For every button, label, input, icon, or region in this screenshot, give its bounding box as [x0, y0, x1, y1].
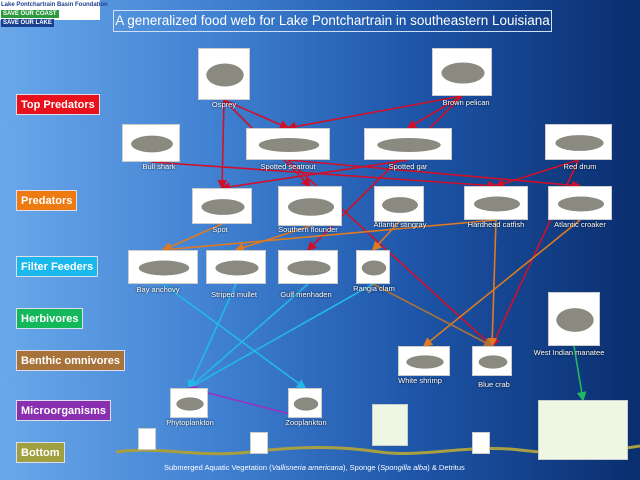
level-benthic-omnivores: Benthic omnivores [16, 350, 126, 371]
rangia-clam-image [356, 250, 390, 284]
arrow-hardhead-catfish-to-blue-crab [487, 219, 498, 348]
red-drum-image [545, 124, 612, 160]
arrow-rangia-clam-to-phytoplankton [187, 283, 374, 389]
spotted-seatrout-image [246, 128, 330, 160]
west-indian-manatee-label: West Indian manatee [533, 348, 605, 357]
diagram-title: A generalized food web for Lake Pontchar… [113, 10, 552, 32]
arrow-brown-pelican-to-spotted-gar [406, 95, 463, 129]
spot-image [192, 188, 252, 224]
caption-part: Submerged Aquatic Vegetation ( [164, 463, 272, 472]
sponge-image [472, 432, 490, 454]
arrow-osprey-to-spot [217, 99, 227, 190]
arrow-spot-to-bay-anchovy [161, 223, 223, 252]
arrow-red-drum-to-hardhead-catfish [494, 159, 579, 189]
level-predators: Predators [16, 190, 78, 211]
west-indian-manatee-image [548, 292, 600, 346]
atlantic-stingray-label: Atlantic stingray [373, 220, 427, 229]
hardhead-catfish-label: Hardhead catfish [467, 220, 525, 229]
southern-flounder-label: Southern flounder [278, 225, 338, 234]
logo-badge-lake: SAVE OUR LAKE [1, 19, 54, 27]
arrow-spotted-seatrout-to-atlantic-croaker [287, 159, 582, 191]
striped-mullet-label: Striped mullet [211, 290, 257, 299]
arrow-brown-pelican-to-spotted-seatrout [286, 95, 463, 132]
arrow-striped-mullet-to-phytoplankton [187, 283, 237, 390]
caption-species: Spongilla alba [380, 463, 428, 472]
blue-crab-label: Blue crab [478, 380, 510, 389]
level-bottom: Bottom [16, 442, 65, 463]
phytoplankton-image [170, 388, 208, 418]
spotted-gar-label: Spotted gar [388, 162, 428, 171]
spotted-seatrout-label: Spotted seatrout [260, 162, 316, 171]
atlantic-croaker-label: Atlantic croaker [554, 220, 606, 229]
caption-part: ) & Detritus [427, 463, 465, 472]
zooplankton-label: Zooplankton [285, 418, 327, 427]
logo-badge-coast: SAVE OUR COAST [1, 10, 59, 18]
arrow-hardhead-catfish-to-bay-anchovy [161, 219, 497, 255]
caption-species: Vallisneria americana [271, 463, 344, 472]
arrow-bull-shark-to-hardhead-catfish [150, 161, 498, 191]
logo-text: Lake Pontchartrain Basin Foundation [1, 2, 108, 8]
phytoplankton-label: Phytoplankton [166, 418, 214, 427]
southern-flounder-image [278, 186, 342, 226]
level-herbivores: Herbivores [16, 308, 84, 329]
seagrass-image [538, 400, 628, 460]
bottom-caption: Submerged Aquatic Vegetation (Vallisneri… [164, 463, 465, 472]
arrow-zooplankton-to-phytoplankton [187, 385, 306, 419]
white-shrimp-label: White shrimp [398, 376, 442, 385]
zooplankton-image [288, 388, 322, 418]
arrow-bay-anchovy-to-zooplankton [162, 283, 307, 389]
level-microorganisms: Microorganisms [16, 400, 111, 421]
caption-part: ), Sponge ( [343, 463, 381, 472]
arrow-west-indian-manatee-to-seagrass [573, 345, 587, 402]
gulf-menhaden-image [278, 250, 338, 284]
gulf-menhaden-label: Gulf menhaden [280, 290, 332, 299]
brown-pelican-label: Brown pelican [442, 98, 490, 107]
arrow-osprey-to-spotted-seatrout [223, 99, 290, 130]
red-drum-label: Red drum [563, 162, 597, 171]
bull-shark-image [122, 124, 180, 162]
blue-crab-image [472, 346, 512, 376]
bull-shark-label: Bull shark [142, 162, 176, 171]
white-shrimp-image [398, 346, 450, 376]
arrow-rangia-clam-to-blue-crab [372, 283, 494, 347]
spot-label: Spot [212, 225, 228, 234]
striped-mullet-image [206, 250, 266, 284]
spotted-gar-image [364, 128, 452, 160]
atlantic-croaker-image [548, 186, 612, 220]
atlantic-stingray-image [374, 186, 424, 222]
arrow-gulf-menhaden-to-phytoplankton [187, 283, 309, 390]
seagrass-image [372, 404, 408, 446]
level-top-predators: Top Predators [16, 94, 100, 115]
bay-anchovy-image [128, 250, 198, 284]
sponge-image [250, 432, 268, 454]
brown-pelican-image [432, 48, 492, 96]
hardhead-catfish-image [464, 186, 528, 220]
rangia-clam-label: Rangia clam [353, 284, 395, 293]
level-filter-feeders: Filter Feeders [16, 256, 99, 277]
sponge-image [138, 428, 156, 450]
foundation-logo: Lake Pontchartrain Basin Foundation SAVE… [0, 0, 108, 27]
arrow-atlantic-stingray-to-rangia-clam [371, 221, 400, 252]
osprey-image [198, 48, 250, 100]
osprey-label: Osprey [211, 100, 237, 109]
bay-anchovy-label: Bay anchovy [136, 285, 180, 294]
arrow-southern-flounder-to-striped-mullet [234, 225, 311, 253]
arrow-spotted-gar-to-spot [220, 159, 409, 192]
